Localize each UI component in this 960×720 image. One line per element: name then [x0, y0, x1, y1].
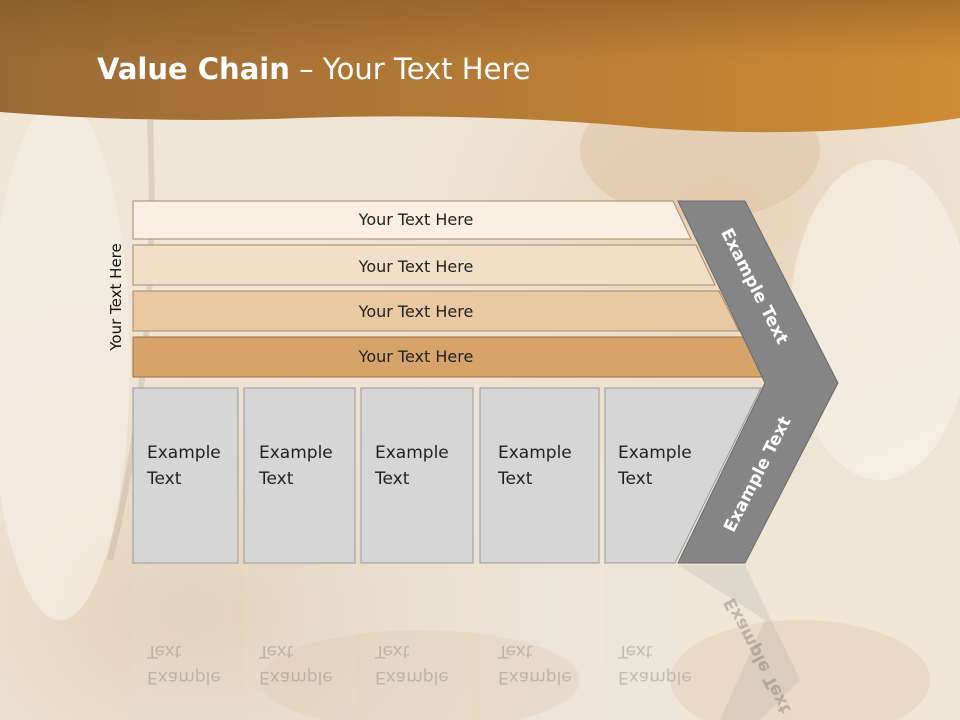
- box-4-line1: Example: [498, 443, 572, 463]
- reflection-box-4-line1: Example: [498, 667, 572, 687]
- bar-4: Your Text Here: [132, 336, 764, 378]
- box-2-line2: Text: [258, 469, 294, 489]
- reflection-box-1: [133, 565, 238, 720]
- bar-3-shape: [132, 290, 740, 332]
- reflection-box-4: [480, 565, 599, 720]
- box-4-line2: Text: [497, 469, 533, 489]
- reflection-box-1-line1: Example: [147, 667, 221, 687]
- box-5-shape: [604, 387, 762, 564]
- bar-4-label: Your Text Here: [358, 347, 474, 366]
- box-4: Example Text: [479, 387, 600, 564]
- reflection-box-2: [244, 565, 355, 720]
- slide-title: Value Chain – Your Text Here: [97, 52, 531, 86]
- reflection-box-2-line2: Text: [258, 641, 294, 661]
- slide-title-bold: Value Chain: [97, 52, 290, 86]
- bar-3-label: Your Text Here: [358, 302, 474, 321]
- bar-2-label: Your Text Here: [358, 257, 474, 276]
- box-2-shape: [243, 387, 356, 564]
- reflection-box-4-line2: Text: [497, 641, 533, 661]
- box-3: Example Text: [360, 387, 474, 564]
- chevron-shape: [677, 200, 839, 564]
- box-4-shape: [479, 387, 600, 564]
- box-3-line1: Example: [375, 443, 449, 463]
- reflection-box-3: [361, 565, 473, 720]
- reflection-box-2-line1: Example: [259, 667, 333, 687]
- box-1: Example Text: [132, 387, 239, 564]
- reflection-chevron: [678, 565, 800, 720]
- bar-1-shape: [132, 200, 692, 240]
- box-5: Example Text: [604, 387, 762, 564]
- box-5-line1: Example: [618, 443, 692, 463]
- bar-1-label: Your Text Here: [358, 210, 474, 229]
- box-2-line1: Example: [259, 443, 333, 463]
- box-1-line1: Example: [147, 443, 221, 463]
- reflection-box-3-line1: Example: [375, 667, 449, 687]
- reflection-box-3-line2: Text: [374, 641, 410, 661]
- reflection: [133, 565, 800, 720]
- bar-1: Your Text Here: [132, 200, 692, 240]
- slide-title-rest: – Your Text Here: [289, 52, 531, 86]
- box-5-line2: Text: [617, 469, 653, 489]
- box-3-line2: Text: [374, 469, 410, 489]
- bar-2: Your Text Here: [132, 244, 716, 286]
- reflection-box-1-line2: Text: [146, 641, 182, 661]
- box-1-shape: [132, 387, 239, 564]
- reflection-box-5: [605, 565, 680, 720]
- box-3-shape: [360, 387, 474, 564]
- reflection-box-5-line1: Example: [618, 667, 692, 687]
- box-1-line2: Text: [146, 469, 182, 489]
- reflection-box-5-line2: Text: [617, 641, 653, 661]
- bar-2-shape: [132, 244, 716, 286]
- bar-3: Your Text Here: [132, 290, 740, 332]
- box-2: Example Text: [243, 387, 356, 564]
